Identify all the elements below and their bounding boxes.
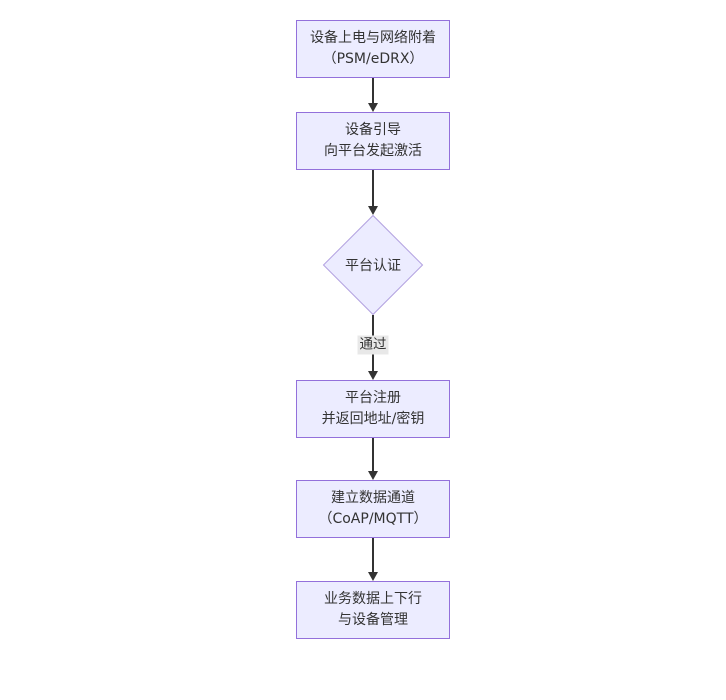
node-text-line: 设备上电与网络附着 bbox=[310, 30, 436, 46]
node-text-line: 设备引导 bbox=[345, 122, 401, 138]
node-text-line: 平台认证 bbox=[345, 258, 401, 274]
arrow-shaft bbox=[372, 538, 374, 573]
node-business-data-mgmt: 业务数据上下行 与设备管理 bbox=[296, 581, 450, 639]
arrow-c-to-d: 通过 bbox=[357, 315, 389, 380]
node-text-line: 平台注册 bbox=[345, 390, 401, 406]
node-power-network-attach: 设备上电与网络附着 （PSM/eDRX） bbox=[296, 20, 450, 78]
node-platform-register: 平台注册 并返回地址/密钥 bbox=[296, 380, 450, 438]
arrow-d-to-e bbox=[368, 438, 379, 480]
arrowhead-icon bbox=[368, 206, 378, 215]
flow-column: 设备上电与网络附着 （PSM/eDRX） 设备引导 向平台发起激活 平台认证 通… bbox=[296, 20, 450, 639]
arrow-shaft bbox=[372, 438, 374, 472]
arrowhead-icon bbox=[368, 371, 378, 380]
arrowhead-icon bbox=[368, 572, 378, 581]
edge-label-pass: 通过 bbox=[357, 335, 389, 355]
arrow-b-to-c bbox=[368, 170, 379, 215]
node-data-channel: 建立数据通道 （CoAP/MQTT） bbox=[296, 480, 450, 538]
arrow-shaft bbox=[372, 78, 374, 104]
node-text-line: 业务数据上下行 bbox=[324, 591, 422, 607]
node-device-bootstrap: 设备引导 向平台发起激活 bbox=[296, 112, 450, 170]
arrowhead-icon bbox=[368, 471, 378, 480]
node-platform-auth-decision: 平台认证 bbox=[322, 214, 424, 316]
arrow-e-to-f bbox=[368, 538, 379, 581]
arrowhead-icon bbox=[368, 103, 378, 112]
arrow-a-to-b bbox=[368, 78, 379, 112]
node-text-line: 向平台发起激活 bbox=[324, 143, 422, 159]
node-text-line: （CoAP/MQTT） bbox=[318, 511, 428, 527]
node-text-line: 建立数据通道 bbox=[331, 490, 415, 506]
arrow-shaft bbox=[372, 170, 374, 207]
node-text-line: 与设备管理 bbox=[338, 612, 408, 628]
node-text-line: 并返回地址/密钥 bbox=[321, 411, 425, 427]
node-text-line: （PSM/eDRX） bbox=[322, 51, 424, 67]
